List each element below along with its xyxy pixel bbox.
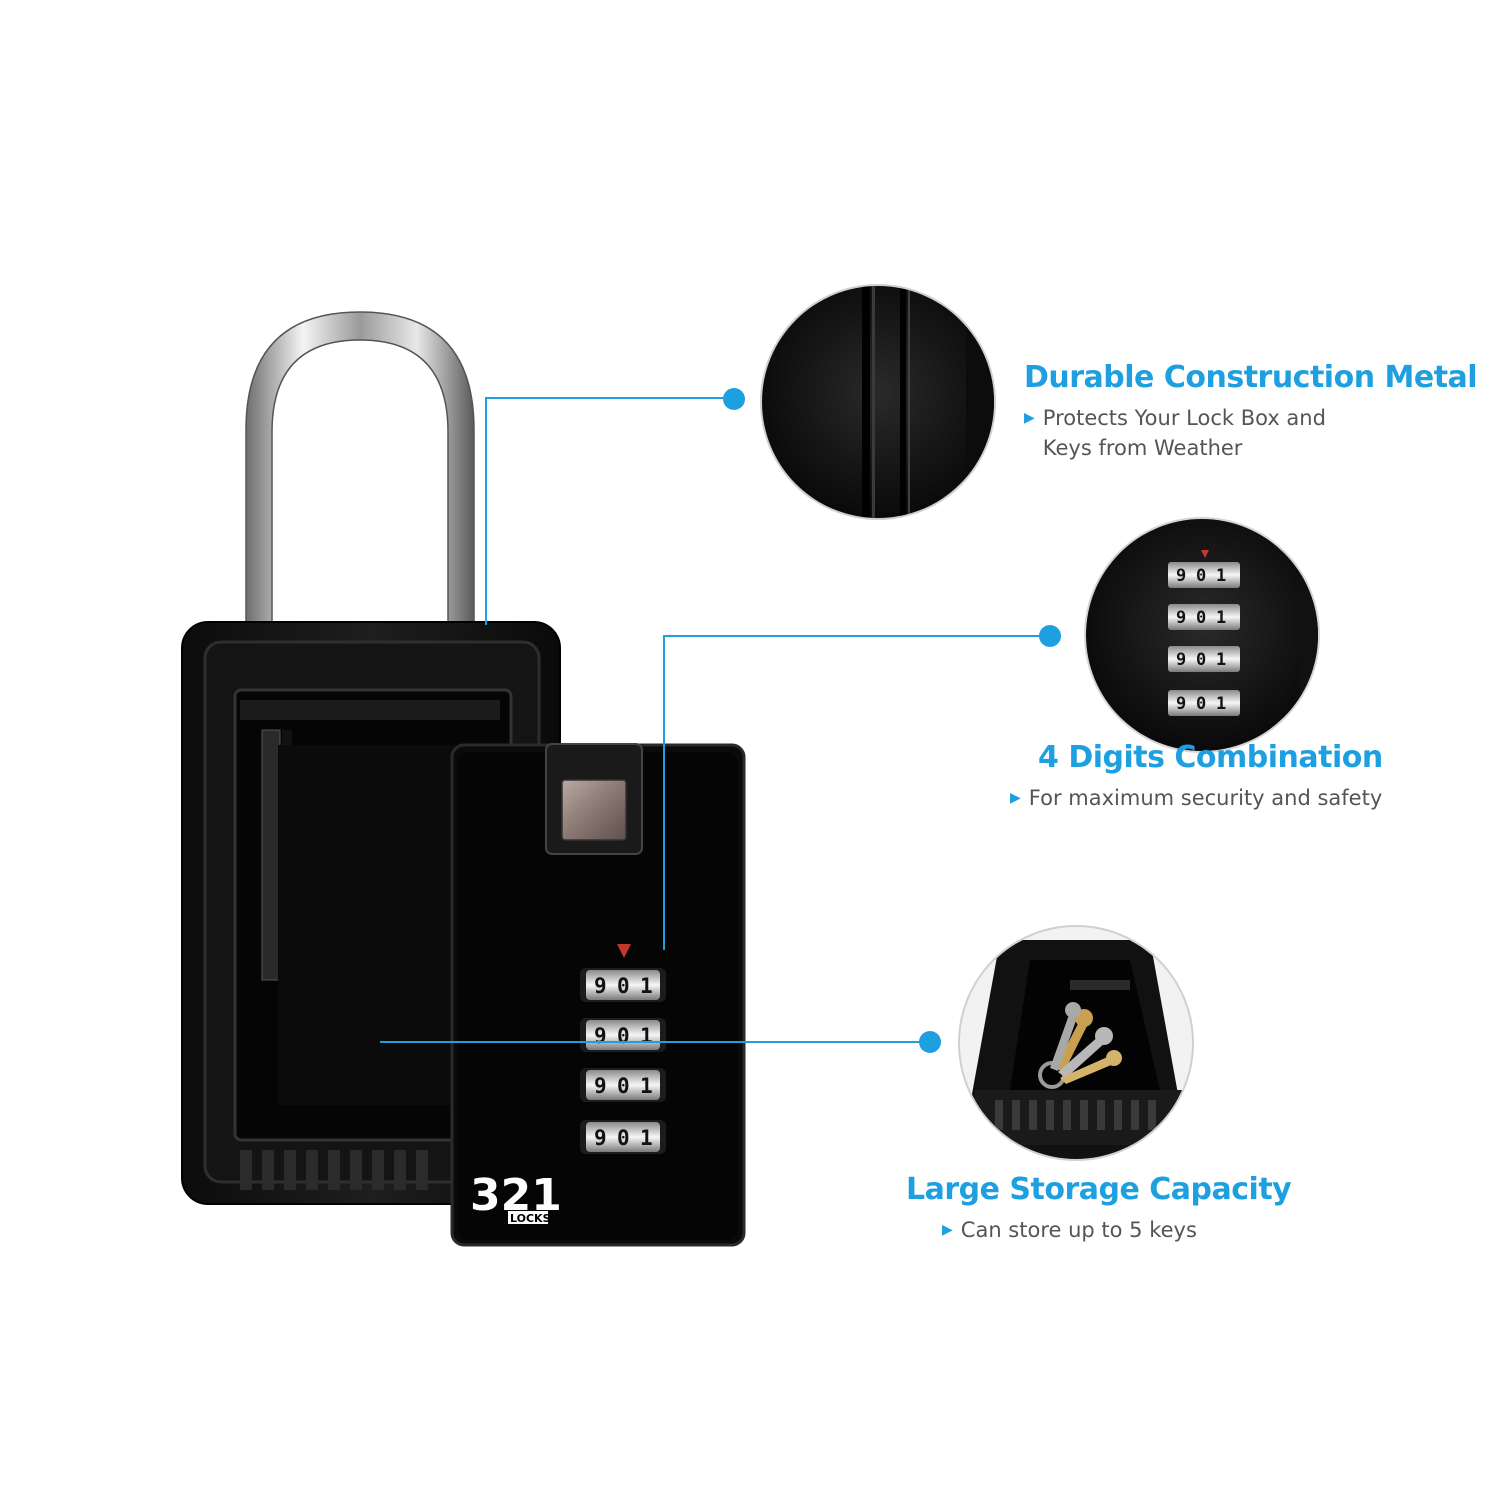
dial-digit: 1 (1216, 608, 1226, 628)
callout-dot-storage (919, 1031, 941, 1053)
dial-digit: 1 (1216, 694, 1226, 714)
callout-line-dials (663, 635, 1048, 950)
brand-logo-word: LOCKS (510, 1212, 551, 1225)
feature-description-line: For maximum security and safety (1028, 786, 1383, 810)
dial-digit: 0 (617, 1074, 630, 1098)
feature-title: Large Storage Capacity (906, 1172, 1292, 1207)
dial-digit: 0 (1196, 608, 1206, 628)
dial-digit: 0 (1196, 650, 1206, 670)
keys-icon (1038, 1002, 1122, 1089)
feature-storage: Large Storage Capacity ▶ Can store up to… (906, 1172, 1346, 1245)
dial-digit: 9 (1176, 650, 1186, 670)
feature-combination: 4 Digits Combination ▶ For maximum secur… (1010, 740, 1450, 813)
feature-description-line: Protects Your Lock Box and (1042, 406, 1326, 430)
closeup-dials: 9 0 1 9 0 1 9 0 1 9 0 1 (1084, 517, 1320, 753)
brand-logo: 321 LOCKS (470, 1166, 562, 1228)
dial-digit: 0 (617, 1024, 630, 1048)
lockbox-door: 9 0 1 9 0 1 9 0 1 9 0 1 321 LOCKS (450, 743, 746, 1247)
dial-digit: 1 (640, 1126, 653, 1150)
dial-digit: 1 (640, 974, 653, 998)
dial-digit: 1 (1216, 650, 1226, 670)
bullet-arrow-icon: ▶ (942, 1222, 953, 1238)
closeup-storage (958, 925, 1194, 1161)
dial-digit: 0 (1196, 566, 1206, 586)
dial-digit: 0 (1196, 694, 1206, 714)
dial-digit: 9 (594, 1126, 607, 1150)
dial-digit: 9 (1176, 694, 1186, 714)
dial-digit: 1 (640, 1074, 653, 1098)
dial-digit: 9 (594, 1074, 607, 1098)
dial-digit: 0 (617, 974, 630, 998)
dial-digit: 9 (594, 1024, 607, 1048)
closeup-metal (760, 284, 996, 520)
dial-digit: 9 (1176, 566, 1186, 586)
dial-digit: 9 (594, 974, 607, 998)
callout-line-metal (485, 397, 734, 625)
callout-dot-metal (723, 388, 745, 410)
dial-digit: 0 (617, 1126, 630, 1150)
feature-description-line: Keys from Weather (1042, 436, 1243, 460)
dial-digit: 1 (640, 1024, 653, 1048)
feature-metal: Durable Construction Metal ▶ Protects Yo… (1024, 360, 1478, 463)
callout-dot-dials (1039, 625, 1061, 647)
feature-description-line: Can store up to 5 keys (960, 1218, 1197, 1242)
bullet-arrow-icon: ▶ (1024, 410, 1035, 426)
release-button (561, 779, 627, 841)
dial-digit: 1 (1216, 566, 1226, 586)
bottom-ribs (240, 1150, 428, 1190)
dial-digit: 9 (1176, 608, 1186, 628)
shackle (245, 311, 475, 641)
bullet-arrow-icon: ▶ (1010, 790, 1021, 806)
feature-title: 4 Digits Combination (1038, 740, 1383, 775)
feature-title: Durable Construction Metal (1024, 360, 1478, 395)
callout-lines (380, 388, 1061, 1053)
